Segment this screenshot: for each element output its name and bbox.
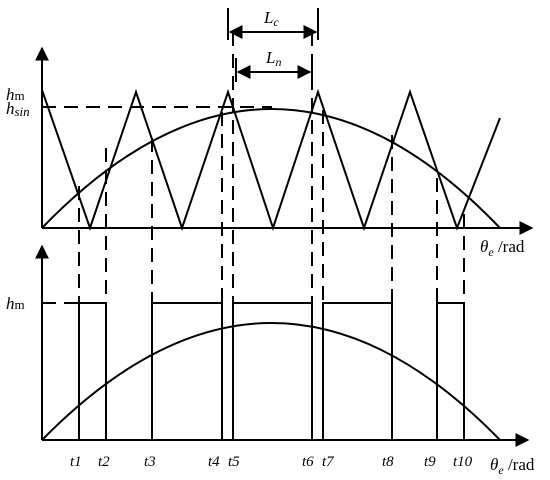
- time-label-t10: t10: [453, 454, 473, 470]
- bottom-x-axis-label: θe /rad: [490, 455, 535, 477]
- top-panel: hm hsin θe /rad Lc Ln: [6, 8, 534, 259]
- sine-modulating-wave: [41, 108, 501, 229]
- time-label-t1: t1: [70, 454, 82, 470]
- bottom-sine-wave: [41, 322, 501, 441]
- time-label-t4: t4: [208, 454, 220, 470]
- pwm-pulse-train: [78, 302, 465, 441]
- top-x-axis-label: θe /rad: [480, 237, 525, 259]
- time-label-t2: t2: [98, 454, 110, 470]
- time-label-t6: t6: [302, 454, 314, 470]
- triangle-carrier-wave: [41, 88, 501, 232]
- time-label-t3: t3: [144, 454, 156, 470]
- time-label-t5: t5: [228, 454, 240, 470]
- time-label-t7: t7: [322, 454, 335, 470]
- bottom-panel: hm θe /rad: [6, 244, 535, 477]
- top-hm-label: hm: [6, 85, 25, 104]
- ln-label: Ln: [265, 48, 281, 69]
- bottom-hm-label: hm: [6, 294, 25, 313]
- time-label-t9: t9: [424, 454, 436, 470]
- time-label-t8: t8: [382, 454, 394, 470]
- top-hsin-label: hsin: [6, 99, 30, 119]
- lc-label: Lc: [263, 8, 279, 29]
- time-labels: t1 t2 t3 t4 t5 t6 t7 t8 t9 t10: [70, 454, 473, 470]
